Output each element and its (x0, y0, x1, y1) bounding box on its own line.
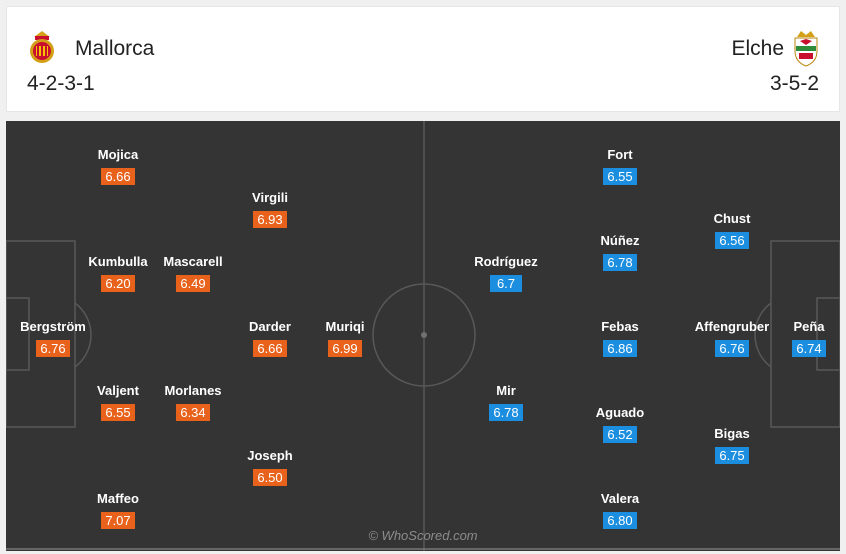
player-name: Núñez (600, 233, 640, 248)
player-rating: 6.78 (603, 254, 637, 271)
player-rating: 6.55 (101, 404, 135, 421)
player-rating: 6.50 (253, 469, 287, 486)
player-rating: 6.76 (36, 340, 70, 357)
player-rodriguez[interactable]: Rodríguez 6.7 (456, 254, 556, 293)
pitch: Bergström 6.76 Mojica 6.66 Kumbulla 6.20… (6, 121, 840, 551)
player-rating: 6.78 (489, 404, 523, 421)
player-name: Mascarell (163, 254, 223, 269)
player-nunez[interactable]: Núñez 6.78 (570, 233, 670, 272)
player-name: Bigas (714, 426, 750, 441)
home-team-name: Mallorca (75, 37, 155, 60)
player-affengruber[interactable]: Affengruber 6.76 (682, 319, 782, 358)
player-valjent[interactable]: Valjent 6.55 (68, 383, 168, 422)
player-name: Virgili (252, 190, 288, 205)
player-name: Valjent (97, 383, 139, 398)
player-rating: 6.99 (328, 340, 362, 357)
mallorca-crest-icon (30, 31, 54, 63)
player-valera[interactable]: Valera 6.80 (570, 491, 670, 530)
player-name: Darder (249, 319, 291, 334)
player-rating: 6.49 (176, 275, 210, 292)
player-mascarell[interactable]: Mascarell 6.49 (143, 254, 243, 293)
pitch-markings (6, 121, 840, 551)
player-name: Maffeo (97, 491, 139, 506)
home-formation: 4-2-3-1 (27, 72, 95, 95)
player-kumbulla[interactable]: Kumbulla 6.20 (68, 254, 168, 293)
away-formation: 3-5-2 (769, 72, 819, 95)
player-rating: 6.86 (603, 340, 637, 357)
player-rating: 6.52 (603, 426, 637, 443)
player-name: Affengruber (694, 319, 770, 334)
elche-crest-icon (794, 31, 818, 67)
player-rating: 6.56 (715, 232, 749, 249)
player-name: Muriqi (325, 319, 365, 334)
player-rating: 6.34 (176, 404, 210, 421)
player-mojica[interactable]: Mojica 6.66 (68, 147, 168, 186)
player-name: Bergström (20, 319, 86, 334)
player-joseph[interactable]: Joseph 6.50 (220, 448, 320, 487)
player-rating: 7.07 (101, 512, 135, 529)
player-rating: 6.20 (101, 275, 135, 292)
player-name: Aguado (595, 405, 645, 420)
player-aguado[interactable]: Aguado 6.52 (570, 405, 670, 444)
player-name: Chust (713, 211, 751, 226)
player-name: Rodríguez (474, 254, 538, 269)
match-header: Mallorca 4-2-3-1 Elche 3-5-2 (6, 6, 840, 112)
player-rating: 6.74 (792, 340, 826, 357)
player-fort[interactable]: Fort 6.55 (570, 147, 670, 186)
player-name: Peña (793, 319, 825, 334)
player-muriqi[interactable]: Muriqi 6.99 (295, 319, 395, 358)
player-maffeo[interactable]: Maffeo 7.07 (68, 491, 168, 530)
player-name: Kumbulla (88, 254, 148, 269)
player-chust[interactable]: Chust 6.56 (682, 211, 782, 250)
player-bigas[interactable]: Bigas 6.75 (682, 426, 782, 465)
player-pena[interactable]: Peña 6.74 (759, 319, 840, 358)
player-darder[interactable]: Darder 6.66 (220, 319, 320, 358)
player-rating: 6.80 (603, 512, 637, 529)
player-rating: 6.76 (715, 340, 749, 357)
player-name: Fort (607, 147, 633, 162)
player-name: Mir (496, 383, 516, 398)
player-rating: 6.55 (603, 168, 637, 185)
player-bergstrom[interactable]: Bergström 6.76 (6, 319, 103, 358)
watermark: © WhoScored.com (368, 528, 478, 543)
player-rating: 6.75 (715, 447, 749, 464)
player-morlanes[interactable]: Morlanes 6.34 (143, 383, 243, 422)
player-rating: 6.93 (253, 211, 287, 228)
player-name: Febas (601, 319, 639, 334)
player-rating: 6.66 (101, 168, 135, 185)
player-name: Joseph (247, 448, 293, 463)
player-rating: 6.66 (253, 340, 287, 357)
player-virgili[interactable]: Virgili 6.93 (220, 190, 320, 229)
player-mir[interactable]: Mir 6.78 (456, 383, 556, 422)
player-name: Mojica (97, 147, 139, 162)
away-team-name: Elche (731, 37, 784, 60)
player-name: Morlanes (164, 383, 222, 398)
player-febas[interactable]: Febas 6.86 (570, 319, 670, 358)
player-name: Valera (600, 491, 640, 506)
player-rating: 6.7 (490, 275, 522, 292)
